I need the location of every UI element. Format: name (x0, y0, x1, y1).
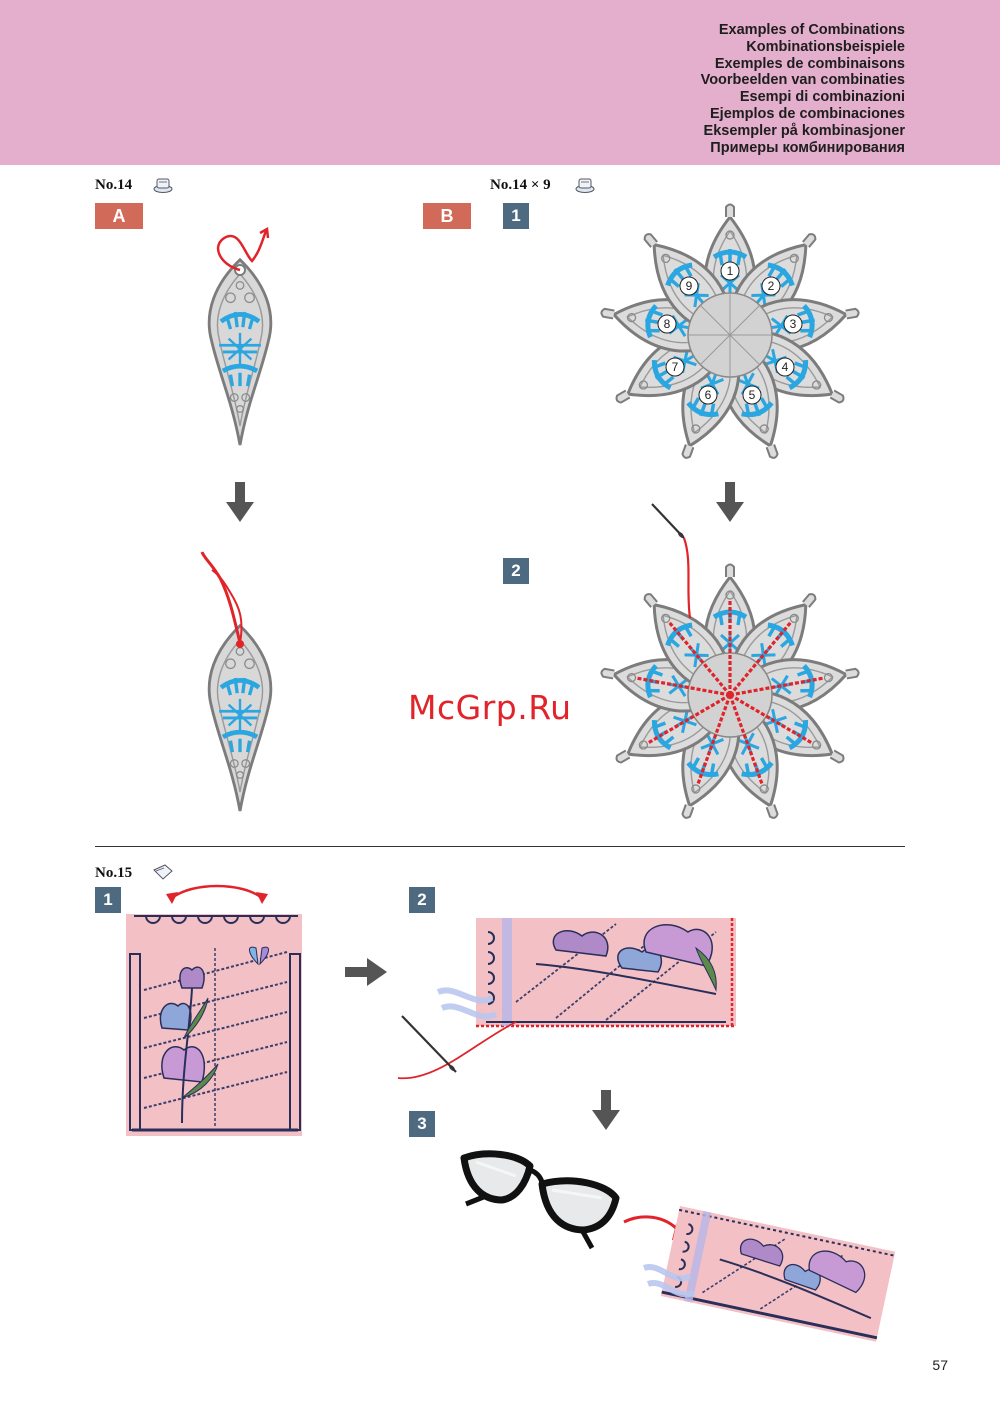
title-italian: Esempi di combinazioni (739, 89, 905, 106)
sewing-thread-lines (635, 600, 825, 785)
section-divider (95, 846, 905, 847)
title-norwegian: Eksempler på kombinasjoner (703, 122, 905, 139)
fabric-stabilizer-icon (153, 864, 173, 880)
glasses-case-sewing-step2 (397, 918, 736, 1080)
step-badge-15-1: 1 (95, 887, 121, 913)
svg-text:6: 6 (705, 388, 712, 402)
petal-number-4: 4 (775, 357, 795, 377)
tulip-motif (719, 1238, 872, 1320)
header-titles: Examples of Combinations Kombinationsbei… (701, 22, 905, 156)
badge-a: A (95, 203, 143, 229)
arrow-down-icon (592, 1090, 620, 1130)
svg-text:7: 7 (672, 360, 679, 374)
petal-number-7: 7 (665, 357, 685, 377)
step-badge-15-3: 3 (409, 1111, 435, 1137)
title-spanish: Ejemplos de combinaciones (710, 105, 905, 122)
watermark-text: McGrp.Ru (408, 688, 572, 727)
step-badge-15-2: 2 (409, 887, 435, 913)
arrow-down-icon (716, 482, 744, 522)
needle-icon (651, 503, 692, 619)
tulip-motif (535, 923, 717, 995)
ornament-with-ribbon-threading (190, 226, 300, 450)
svg-text:5: 5 (749, 388, 756, 402)
petal-number-3: 3 (783, 314, 803, 334)
svg-text:8: 8 (664, 317, 671, 331)
svg-text:4: 4 (782, 360, 789, 374)
title-english: Examples of Combinations (718, 22, 905, 38)
tulip-motif (159, 966, 219, 1124)
glasses-case-flat-panel (126, 884, 302, 1136)
petal-number-2: 2 (761, 276, 781, 296)
no14-label: No.14 (95, 177, 133, 193)
title-french: Exemples de combinaisons (714, 55, 905, 72)
petal-number-6: 6 (698, 385, 718, 405)
water-soluble-stabilizer-icon (575, 178, 595, 193)
svg-text:3: 3 (790, 317, 797, 331)
svg-text:2: 2 (768, 279, 775, 293)
petal-number-1: 1 (720, 261, 740, 281)
petal-number-9: 9 (679, 276, 699, 296)
title-russian: Примеры комбинирования (710, 139, 905, 156)
arrow-right-icon (345, 958, 387, 986)
finished-glasses-case (642, 1206, 896, 1342)
needle-icon (401, 1015, 457, 1073)
petal-number-5: 5 (742, 385, 762, 405)
nine-petal-flower-sewn-step2 (590, 558, 870, 843)
header-band (0, 0, 1000, 165)
finished-ornament-with-ribbon (200, 551, 300, 818)
no14x9-label: No.14 × 9 (490, 177, 551, 193)
svg-text:9: 9 (686, 279, 693, 293)
eyeglasses-icon (460, 1150, 620, 1250)
page-number: 57 (932, 1357, 948, 1373)
title-german: Kombinationsbeispiele (746, 38, 905, 55)
step-badge-b2: 2 (503, 558, 529, 584)
title-dutch: Voorbeelden van combinaties (700, 72, 905, 89)
badge-b: B (423, 203, 471, 229)
no15-label: No.15 (95, 865, 133, 881)
step-badge-b1: 1 (503, 203, 529, 229)
petal-number-8: 8 (657, 314, 677, 334)
butterfly-motif (249, 946, 269, 966)
svg-text:1: 1 (727, 264, 734, 278)
nine-petal-flower-step1: 1 2 3 4 5 6 7 8 9 (590, 195, 870, 480)
water-soluble-stabilizer-icon (153, 178, 173, 193)
arrow-down-icon (226, 482, 254, 522)
